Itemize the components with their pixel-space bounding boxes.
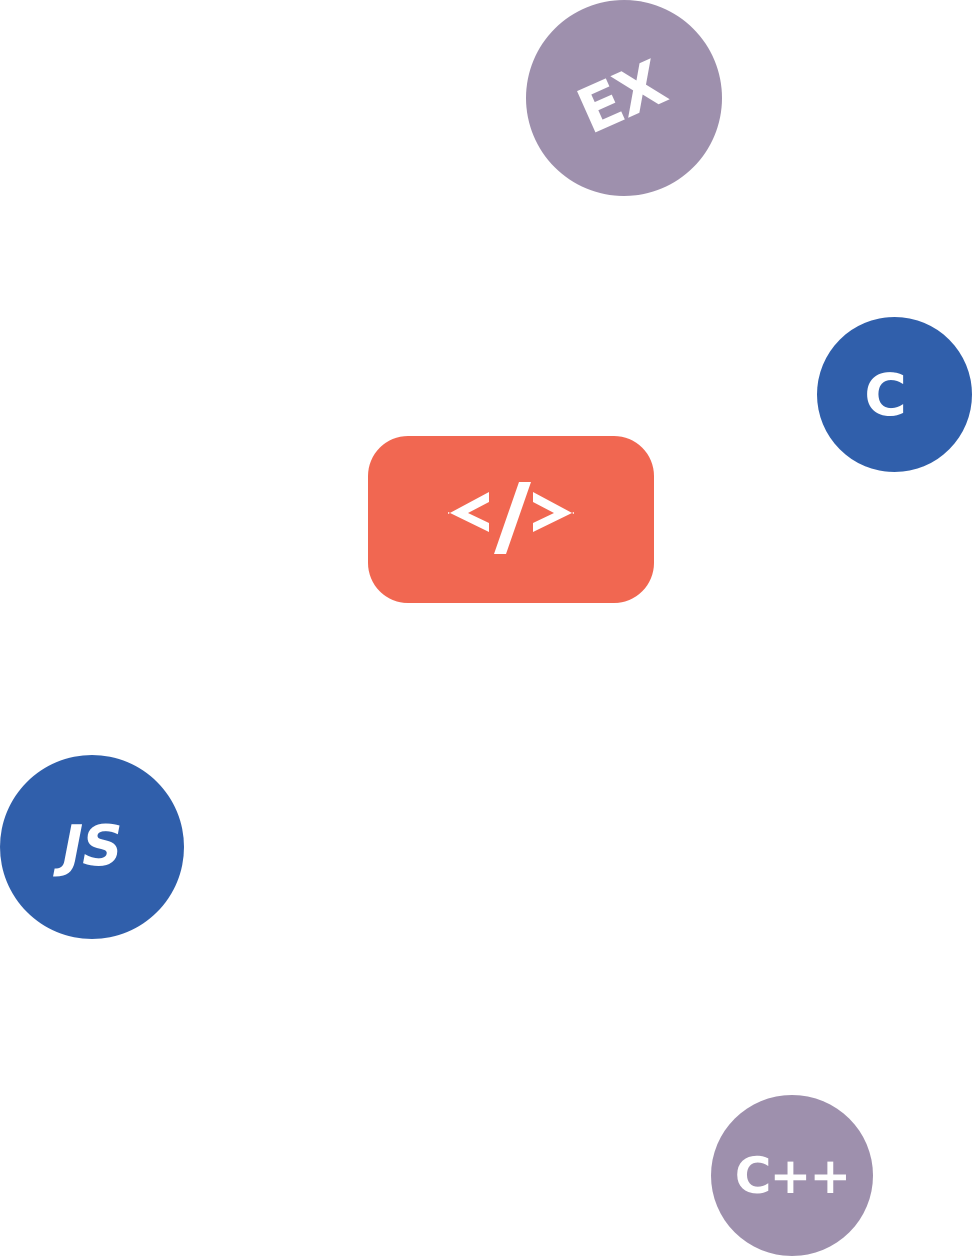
c-language-bubble: C	[817, 317, 972, 472]
cpp-bubble: C++	[711, 1095, 873, 1256]
elixir-bubble: EX	[526, 0, 722, 196]
right-angle-bracket-shape	[533, 491, 574, 532]
code-tag-badge	[368, 436, 654, 603]
elixir-label: EX	[566, 46, 675, 149]
javascript-bubble: JS	[0, 755, 184, 939]
cpp-label: C++	[734, 1146, 851, 1205]
code-brackets-icon	[448, 481, 574, 554]
left-angle-bracket-shape	[448, 491, 489, 532]
slash-shape	[494, 481, 531, 554]
c-language-label: C	[864, 360, 907, 429]
javascript-label: JS	[62, 814, 122, 879]
